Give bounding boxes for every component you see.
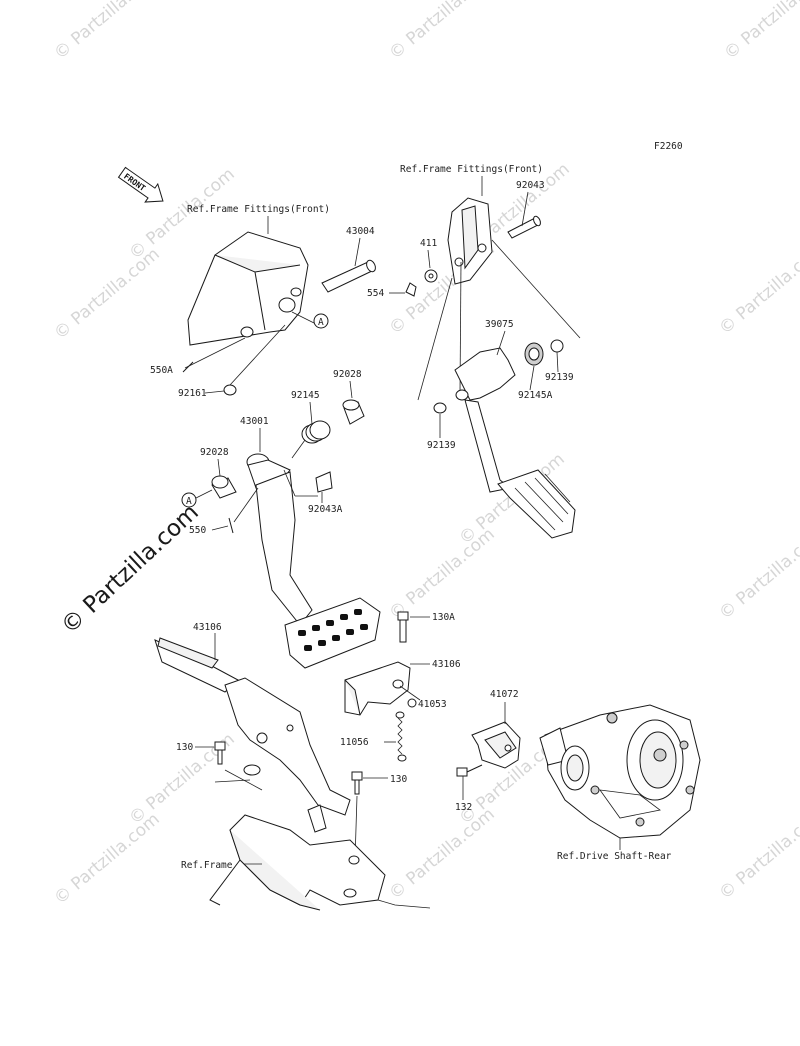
- part-92139-bushing-low: [433, 402, 447, 414]
- watermark-text: © Partzilla.com: [50, 244, 163, 344]
- label-43106: 43106: [193, 622, 222, 633]
- label-130A: 130A: [432, 612, 455, 623]
- drive-shaft-housing: [539, 704, 701, 839]
- part-43004-pin: [321, 259, 376, 293]
- part-43106-lever: [154, 637, 351, 833]
- ref-frame-fittings-left: Ref.Frame Fittings(Front): [187, 204, 330, 215]
- part-130A-bolt: [397, 611, 409, 643]
- part-41053-bracket: [344, 661, 411, 716]
- label-43004: 43004: [346, 226, 375, 237]
- callout-a-upper-label: A: [318, 317, 324, 328]
- label-130-right: 130: [390, 774, 407, 785]
- part-43001-brake-pedal: [246, 453, 381, 669]
- label-92145B: 11056: [340, 737, 369, 748]
- label-92028-upper: 92028: [333, 369, 362, 380]
- watermark-text: © Partzilla.com: [715, 239, 800, 339]
- front-arrow-icon: FRONT: [117, 166, 164, 203]
- label-132: 132: [455, 802, 472, 813]
- frame-part: [209, 814, 431, 911]
- ref-frame-fittings-top: Ref.Frame Fittings(Front): [400, 164, 543, 175]
- diagram-code: F2260: [654, 141, 683, 152]
- part-92145-spring: [291, 420, 331, 459]
- watermark-text: © Partzilla.com: [50, 809, 163, 909]
- part-92028-bushing-lower: [211, 475, 237, 499]
- part-132-bolt: [456, 764, 483, 777]
- part-554-clip: [405, 282, 417, 297]
- pedal-studs: [298, 609, 368, 651]
- callout-a-lower-label: A: [186, 496, 192, 507]
- watermark-text: © Partzilla.com: [50, 0, 163, 64]
- label-43001: 43001: [240, 416, 269, 427]
- part-130-bolt-right: [351, 771, 363, 795]
- watermark-text: © Partzilla.com: [715, 524, 800, 624]
- label-550A: 550A: [150, 365, 173, 376]
- label-92139-top: 92139: [545, 372, 574, 383]
- part-92145A-spring: [524, 342, 544, 366]
- part-41072-nut: [407, 698, 417, 708]
- bracket-left: [187, 231, 309, 346]
- label-41053: 43106: [432, 659, 461, 670]
- label-130-left: 130: [176, 742, 193, 753]
- ref-drive-shaft: Ref.Drive Shaft-Rear: [557, 851, 672, 862]
- label-554: 554: [367, 288, 384, 299]
- label-92145A: 92145A: [518, 390, 553, 401]
- watermark-text: © Partzilla.com: [715, 804, 800, 904]
- label-11056: 41072: [490, 689, 519, 700]
- watermark-text: © Partzilla.com: [385, 0, 498, 64]
- label-92028-lower: 92028: [200, 447, 229, 458]
- part-92043A-pin: [315, 471, 333, 493]
- label-92145: 92145: [291, 390, 320, 401]
- label-92161: 92161: [178, 388, 207, 399]
- part-39075-pedal: [454, 347, 576, 539]
- watermark-text: © Partzilla.com: [385, 804, 498, 904]
- part-130-bolt-left: [214, 741, 226, 765]
- part-11056-bracket: [471, 721, 521, 769]
- callout-a-upper: [313, 313, 329, 329]
- watermark-text: © Partzilla.com: [720, 0, 800, 64]
- bracket-right: [447, 197, 493, 285]
- label-92139-low: 92139: [427, 440, 456, 451]
- label-92043A: 92043A: [308, 504, 343, 515]
- part-92043-pin: [507, 215, 541, 239]
- label-39075: 39075: [485, 319, 514, 330]
- ref-frame: Ref.Frame: [181, 860, 233, 871]
- watermark-text: © Partzilla.com: [385, 524, 498, 624]
- part-92139-bushing-top: [550, 339, 564, 353]
- label-550: 550: [189, 525, 206, 536]
- label-41072: 41053: [418, 699, 447, 710]
- label-92043: 92043: [516, 180, 545, 191]
- callout-a-lower: [181, 492, 197, 508]
- part-92145B-spring: [395, 711, 407, 762]
- watermark-large: © Partzilla.com: [56, 499, 204, 639]
- label-411: 411: [420, 238, 437, 249]
- part-92028-bushing-upper: [342, 399, 365, 425]
